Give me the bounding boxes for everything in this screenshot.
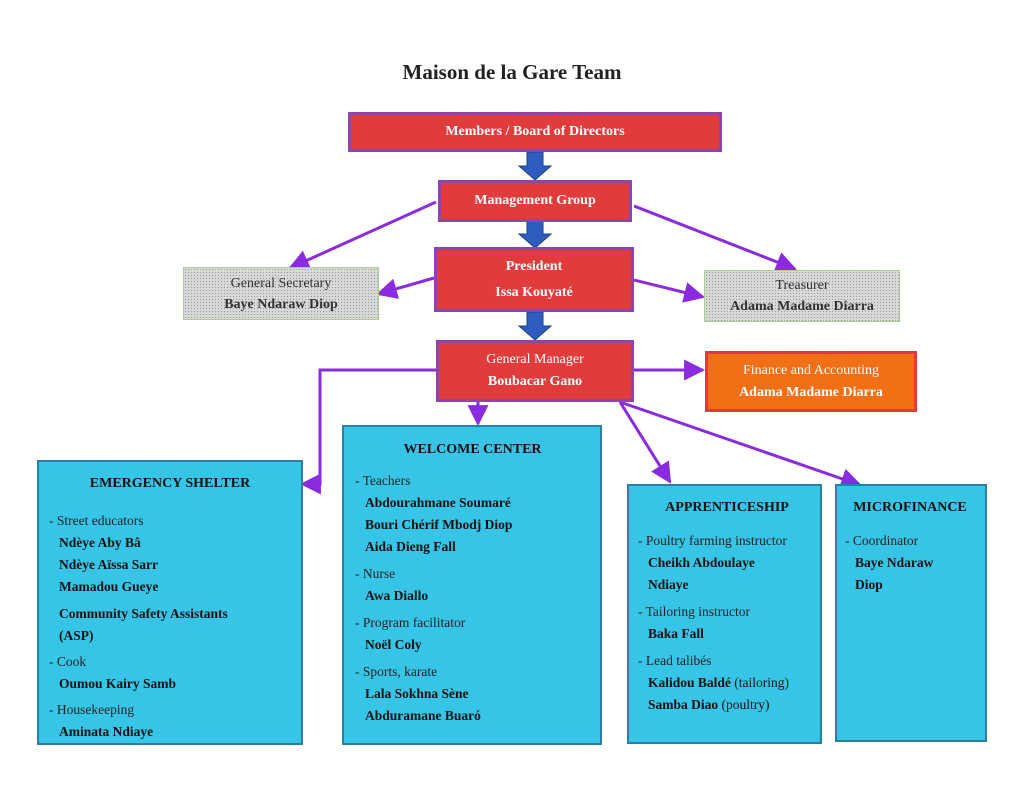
finance-box: Finance and Accounting Adama Madame Diar… [705,351,917,412]
staff-name: Abduramane Buaró [365,708,481,723]
staff-name: Lala Sokhna Sène [365,686,469,701]
staff-name-text: Samba Diao [648,697,719,712]
president-role: President [505,258,563,274]
welcome-group-teachers: - Teachers Abdourahmane Soumaré Bouri Ch… [355,470,590,558]
link-president-treasurer [633,278,706,303]
staff-name: Awa Diallo [365,588,429,603]
staff-name: Samba Diao (poultry) [638,694,816,716]
staff-note: (poultry) [718,697,770,712]
microfinance-title: MICROFINANCE [853,500,967,515]
shelter-title: EMERGENCY SHELTER [89,476,251,491]
staff-name: Aminata Ndiaye [59,724,154,739]
arrow-president-to-gm [517,311,553,341]
staff-name: Aida Dieng Fall [365,539,456,554]
staff-name: Mamadou Gueye [59,579,159,594]
apprenticeship-group-poultry: - Poultry farming instructor Cheikh Abdo… [638,530,816,596]
board-box: Members / Board of Directors [348,112,722,152]
apprenticeship-group-tailoring: - Tailoring instructor Baka Fall [638,601,816,645]
secretary-role: General Secretary [230,275,332,291]
link-gm-apprenticeship [618,401,672,484]
welcome-group-sports: - Sports, karate Lala Sokhna Sène Abdura… [355,661,590,727]
staff-name: Bouri Chérif Mbodj Diop [365,517,513,532]
arrow-board-to-management [517,151,553,181]
group-role: - Poultry farming instructor [638,533,787,548]
treasurer-name: Adama Madame Diarra [730,299,874,314]
staff-name: Kalidou Baldé (tailoring) [638,672,816,694]
treasurer-box: Treasurer Adama Madame Diarra [704,270,900,322]
welcome-title: WELCOME CENTER [403,442,542,457]
shelter-group-asp: Community Safety Assistants (ASP) [49,603,291,647]
welcome-group-facilitator: - Program facilitator Noël Coly [355,612,590,656]
link-management-treasurer [633,204,797,272]
microfinance-box: MICROFINANCE - Coordinator Baye Ndaraw D… [835,484,987,742]
management-box: Management Group [438,180,632,222]
staff-name: Baka Fall [648,626,704,641]
group-role: - Sports, karate [355,664,438,679]
staff-name: Baye Ndaraw [855,555,934,570]
staff-name: Cheikh Abdoulaye [648,555,755,570]
group-role: - Nurse [355,566,396,581]
welcome-group-nurse: - Nurse Awa Diallo [355,563,590,607]
staff-name: Ndèye Aïssa Sarr [59,557,158,572]
finance-role: Finance and Accounting [742,362,880,378]
apprenticeship-box: APPRENTICESHIP - Poultry farming instruc… [627,484,822,744]
welcome-box: WELCOME CENTER - Teachers Abdourahmane S… [342,425,602,745]
group-role: - Lead talibés [638,653,712,668]
gm-role: General Manager [486,352,584,367]
staff-name-text: Kalidou Baldé [648,675,731,690]
staff-name: Abdourahmane Soumaré [365,495,511,510]
group-role: - Teachers [355,473,411,488]
microfinance-group-coordinator: - Coordinator Baye Ndaraw Diop [845,530,975,596]
treasurer-role: Treasurer [775,278,829,293]
chart-title: Maison de la Gare Team [402,60,622,84]
apprenticeship-group-talibes: - Lead talibés Kalidou Baldé (tailoring)… [638,650,816,716]
staff-name: Diop [855,577,883,592]
gm-box: General Manager Boubacar Gano [436,340,634,402]
president-box: President Issa Kouyaté [434,247,634,312]
shelter-group-housekeeping: - Housekeeping Aminata Ndiaye [49,699,291,743]
group-role: - Program facilitator [355,615,466,630]
secretary-box: General Secretary Baye Ndaraw Diop [183,267,379,320]
shelter-box: EMERGENCY SHELTER - Street educators Ndè… [37,460,303,745]
link-president-secretary [375,276,435,299]
arrow-management-to-president [517,220,553,249]
link-management-secretary [288,200,437,270]
apprenticeship-title: APPRENTICESHIP [665,500,789,515]
group-role: - Street educators [49,513,144,528]
group-role: - Housekeeping [49,702,135,717]
secretary-name: Baye Ndaraw Diop [224,296,338,312]
link-gm-microfinance [619,400,862,489]
staff-name: Noël Coly [365,637,422,652]
shelter-group-cook: - Cook Oumou Kairy Samb [49,651,291,695]
group-role: - Coordinator [845,533,919,548]
staff-name: Oumou Kairy Samb [59,676,177,691]
staff-note: (tailoring) [730,675,790,690]
board-label: Members / Board of Directors [445,124,625,139]
president-name: Issa Kouyaté [495,284,573,300]
staff-name: Ndèye Aby Bâ [59,535,141,550]
shelter-group-educators: - Street educators Ndèye Aby Bâ Ndèye Aï… [49,510,291,598]
staff-name: (ASP) [59,628,94,643]
finance-name: Adama Madame Diarra [739,384,883,400]
management-label: Management Group [474,193,596,208]
group-role: - Cook [49,654,87,669]
link-gm-shelter [299,368,436,495]
staff-name: Community Safety Assistants [59,606,228,621]
staff-name: Ndiaye [648,577,689,592]
gm-name: Boubacar Gano [487,374,583,389]
group-role: - Tailoring instructor [638,604,751,619]
